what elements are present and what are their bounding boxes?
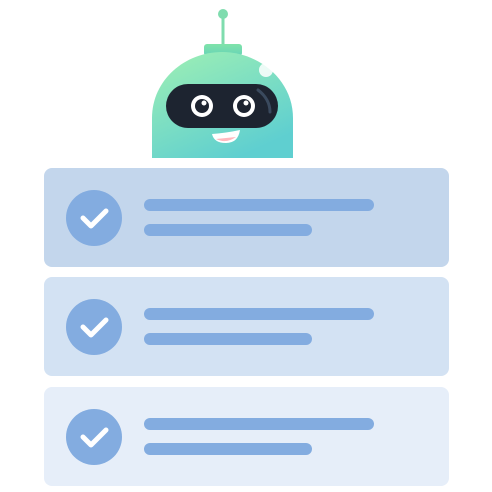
text-placeholder-line <box>144 443 312 455</box>
robot-assistant-icon <box>152 9 293 158</box>
text-placeholder-line <box>144 199 374 211</box>
text-placeholder-line <box>144 418 374 430</box>
checklist-item <box>44 387 449 486</box>
text-placeholder-line <box>144 308 374 320</box>
checkmark-icon <box>66 409 122 465</box>
checklist-item <box>44 277 449 376</box>
checkmark-icon <box>66 190 122 246</box>
text-placeholder-line <box>144 224 312 236</box>
checklist-item <box>44 168 449 267</box>
checkmark-icon <box>66 299 122 355</box>
text-placeholder-line <box>144 333 312 345</box>
